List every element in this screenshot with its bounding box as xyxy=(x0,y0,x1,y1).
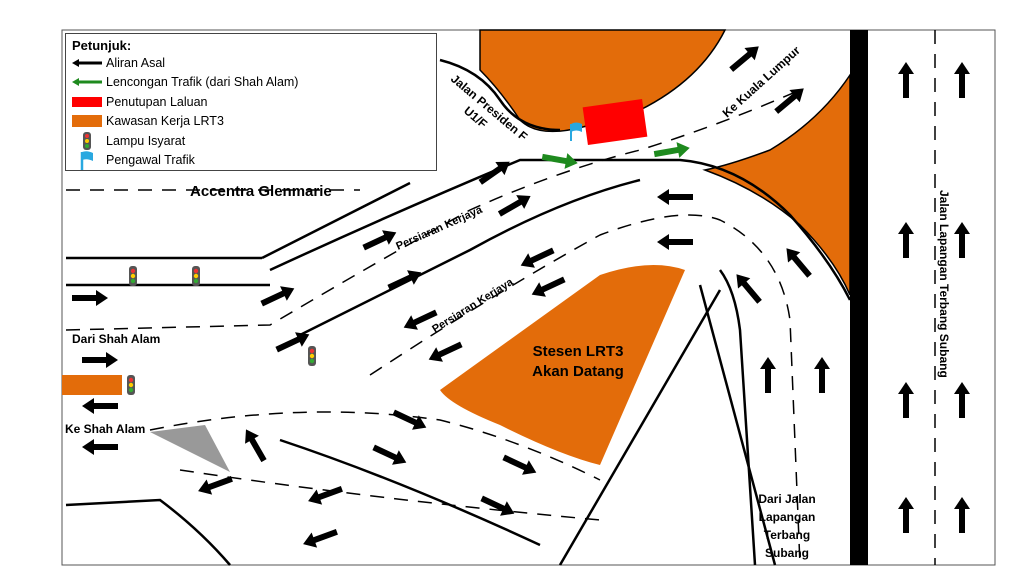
traffic-flow-arrow xyxy=(428,341,463,362)
traffic-flow-arrow xyxy=(275,332,310,353)
traffic-flow-arrow xyxy=(774,88,804,114)
traffic-flow-arrow xyxy=(198,476,233,495)
traffic-flow-arrow xyxy=(954,222,970,258)
traffic-flow-arrow xyxy=(898,222,914,258)
legend-label: Aliran Asal xyxy=(106,55,166,70)
traffic-flow-arrow xyxy=(303,529,338,548)
traffic-light-icon xyxy=(129,266,137,286)
label-ke-shah-alam: Ke Shah Alam xyxy=(65,422,145,436)
label-subang: Subang xyxy=(765,546,809,560)
traffic-flow-arrow xyxy=(898,382,914,418)
median-barrier xyxy=(850,30,868,565)
work-zone-right xyxy=(702,72,851,296)
road-closure xyxy=(582,99,648,145)
traffic-flow-arrow xyxy=(245,429,267,463)
traffic-flow-arrow xyxy=(898,497,914,533)
legend-label: Kawasan Kerja LRT3 xyxy=(106,114,224,129)
label-dari-shah-alam: Dari Shah Alam xyxy=(72,332,160,346)
traffic-flow-arrow xyxy=(362,230,397,251)
traffic-flow-arrow xyxy=(82,352,118,368)
orange-block-icon xyxy=(72,115,102,128)
legend-label: Lencongan Trafik (dari Shah Alam) xyxy=(106,75,299,90)
black-arrow-icon xyxy=(72,58,102,67)
traffic-light-icon xyxy=(192,266,200,286)
traffic-flow-arrow xyxy=(954,497,970,533)
legend-item: Lampu Isyarat xyxy=(72,131,430,151)
legend: Petunjuk: Aliran Asal Lencongan Trafik (… xyxy=(65,33,437,171)
label-terbang: Terbang xyxy=(764,528,810,542)
road-edges xyxy=(65,58,852,566)
grey-island xyxy=(150,425,230,472)
traffic-flow-arrow xyxy=(72,290,108,306)
traffic-flow-arrow xyxy=(736,274,762,304)
traffic-light-icon xyxy=(72,131,102,150)
label-dari-jalan: Dari Jalan xyxy=(758,492,815,506)
traffic-flow-arrow xyxy=(372,444,407,465)
legend-item: Pengawal Trafik xyxy=(72,151,430,171)
label-lapangan: Lapangan xyxy=(759,510,816,524)
legend-label: Pengawal Trafik xyxy=(106,153,195,168)
traffic-flow-arrow xyxy=(814,357,830,393)
green-arrow-icon xyxy=(72,78,102,87)
traffic-flow-arrow xyxy=(954,382,970,418)
traffic-flow-arrow xyxy=(387,270,422,291)
traffic-flow-arrow xyxy=(531,276,566,297)
traffic-flow-arrow xyxy=(760,357,776,393)
traffic-flow-arrow xyxy=(954,62,970,98)
traffic-flow-arrow xyxy=(82,439,118,455)
traffic-marshal-flag-icon xyxy=(570,122,582,141)
traffic-flow-arrow xyxy=(898,62,914,98)
traffic-flow-arrow xyxy=(502,454,537,475)
legend-item: Aliran Asal xyxy=(72,53,430,73)
traffic-lights xyxy=(127,266,316,395)
traffic-flow-arrow xyxy=(260,286,295,307)
traffic-light-icon xyxy=(308,346,316,366)
traffic-flow-arrow xyxy=(729,46,759,72)
work-zone-left xyxy=(62,375,122,395)
legend-item: Penutupan Laluan xyxy=(72,92,430,112)
red-block-icon xyxy=(72,96,102,107)
traffic-flow-arrow xyxy=(308,486,343,505)
traffic-flow-arrow xyxy=(480,495,515,516)
traffic-flow-arrow xyxy=(520,247,555,268)
flag-icon xyxy=(72,150,102,171)
traffic-flow-arrow xyxy=(657,234,693,250)
lane-markings xyxy=(65,30,936,566)
legend-title: Petunjuk: xyxy=(72,38,132,53)
legend-label: Penutupan Laluan xyxy=(106,94,208,109)
diversion-arrow xyxy=(653,142,690,158)
traffic-flow-arrow xyxy=(403,309,438,330)
traffic-flow-arrow xyxy=(392,409,427,430)
traffic-arrows xyxy=(72,46,970,548)
label-accentra: Accentra Glenmarie xyxy=(190,183,332,200)
legend-label: Lampu Isyarat xyxy=(106,133,186,148)
traffic-flow-arrow xyxy=(657,189,693,205)
traffic-flow-arrow xyxy=(82,398,118,414)
work-zone-station xyxy=(440,265,685,465)
legend-item: Kawasan Kerja LRT3 xyxy=(72,112,430,132)
traffic-light-icon xyxy=(127,375,135,395)
traffic-flow-arrow xyxy=(478,161,510,185)
diversion-arrow xyxy=(541,153,578,169)
label-stesen-lrt3: Stesen LRT3 xyxy=(533,343,624,360)
label-akan-datang: Akan Datang xyxy=(532,363,624,380)
traffic-flow-arrow xyxy=(497,195,531,217)
legend-item: Lencongan Trafik (dari Shah Alam) xyxy=(72,73,430,93)
traffic-flow-arrow xyxy=(786,248,812,278)
label-jalan-lapangan-terbang: Jalan Lapangan Terbang Subang xyxy=(937,190,951,378)
